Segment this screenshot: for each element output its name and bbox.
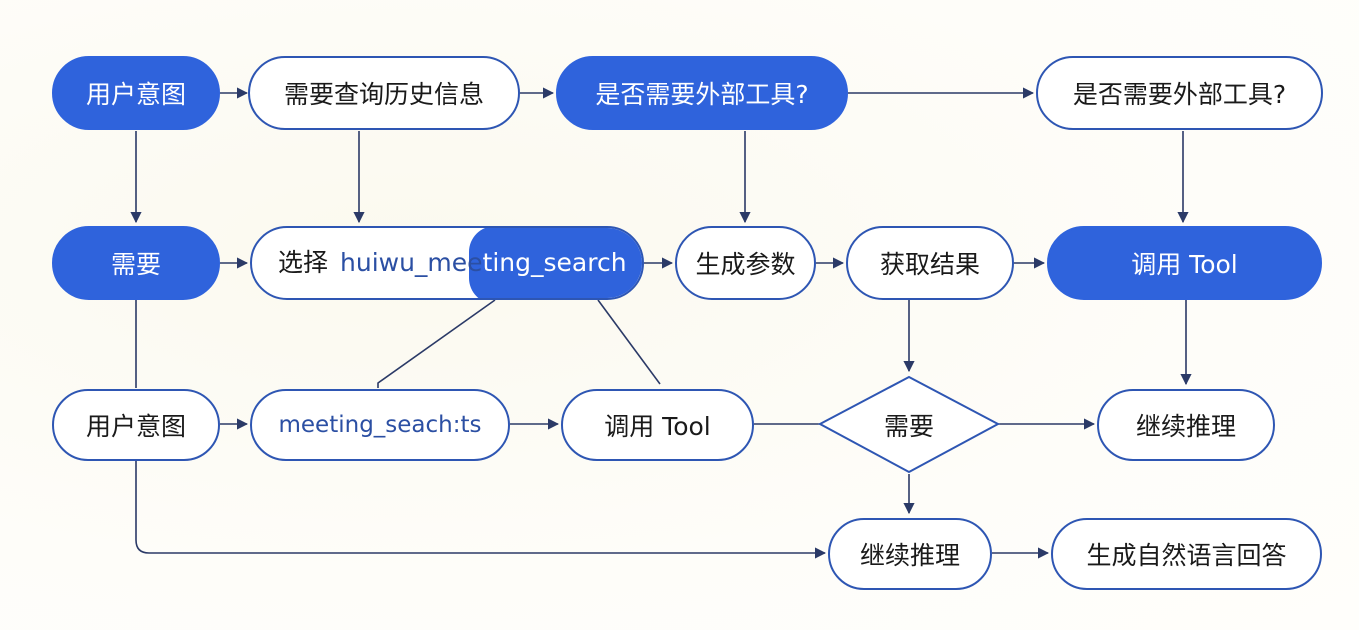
node-label: 是否需要外部工具? xyxy=(595,80,809,109)
edge-select-to-call xyxy=(597,299,661,385)
node-call-tool-outline: 调用 Tool xyxy=(561,389,754,461)
node-select-tool: 选择 huiwu_meeting_search xyxy=(250,226,644,300)
node-label: 继续推理 xyxy=(1135,412,1236,441)
node-call-tool-filled: 调用 Tool xyxy=(1047,226,1322,300)
node-label: 用户意图 xyxy=(85,412,186,441)
diamond-shape xyxy=(817,375,1001,474)
node-label: 生成自然语言回答 xyxy=(1086,541,1287,570)
node-label: 生成参数 xyxy=(695,250,796,279)
node-select-prefix: 选择 xyxy=(278,248,329,277)
edge-select-to-meeting xyxy=(377,299,496,388)
node-need-diamond: 需要 xyxy=(883,412,934,441)
node-label: 继续推理 xyxy=(859,541,960,570)
node-need-left: 需要 xyxy=(52,226,220,300)
node-get-result: 获取结果 xyxy=(846,226,1014,300)
node-meeting-seach: meeting_seach:ts xyxy=(250,389,510,461)
node-select-tool-name: huiwu_meeting_search xyxy=(340,228,627,298)
node-label: 调用 Tool xyxy=(604,412,711,441)
tool-name-part1: huiwu_mee xyxy=(340,248,483,277)
node-label: 调用 Tool xyxy=(1131,250,1238,279)
node-label: 需要查询历史信息 xyxy=(283,80,484,109)
tool-name-part2: ting_search xyxy=(482,248,627,277)
node-label: 获取结果 xyxy=(879,250,980,279)
node-label: 是否需要外部工具? xyxy=(1072,80,1287,109)
node-generate-answer: 生成自然语言回答 xyxy=(1051,518,1322,590)
node-gen-params: 生成参数 xyxy=(675,226,816,300)
node-label: 用户意图 xyxy=(85,80,186,109)
node-continue-reason-bottom: 继续推理 xyxy=(828,518,992,590)
node-need-tool-outline: 是否需要外部工具? xyxy=(1036,56,1323,130)
node-need-tool-filled: 是否需要外部工具? xyxy=(556,56,848,130)
edge-intent2-to-continue2 xyxy=(135,461,827,559)
node-user-intent-top: 用户意图 xyxy=(52,56,220,130)
node-label: 需要 xyxy=(110,250,161,279)
node-continue-reason-right: 继续推理 xyxy=(1097,389,1275,461)
node-label: meeting_seach:ts xyxy=(278,412,482,438)
node-need-history: 需要查询历史信息 xyxy=(248,56,520,130)
node-select-tool-fill xyxy=(469,228,642,298)
node-user-intent-bottom: 用户意图 xyxy=(52,389,220,461)
